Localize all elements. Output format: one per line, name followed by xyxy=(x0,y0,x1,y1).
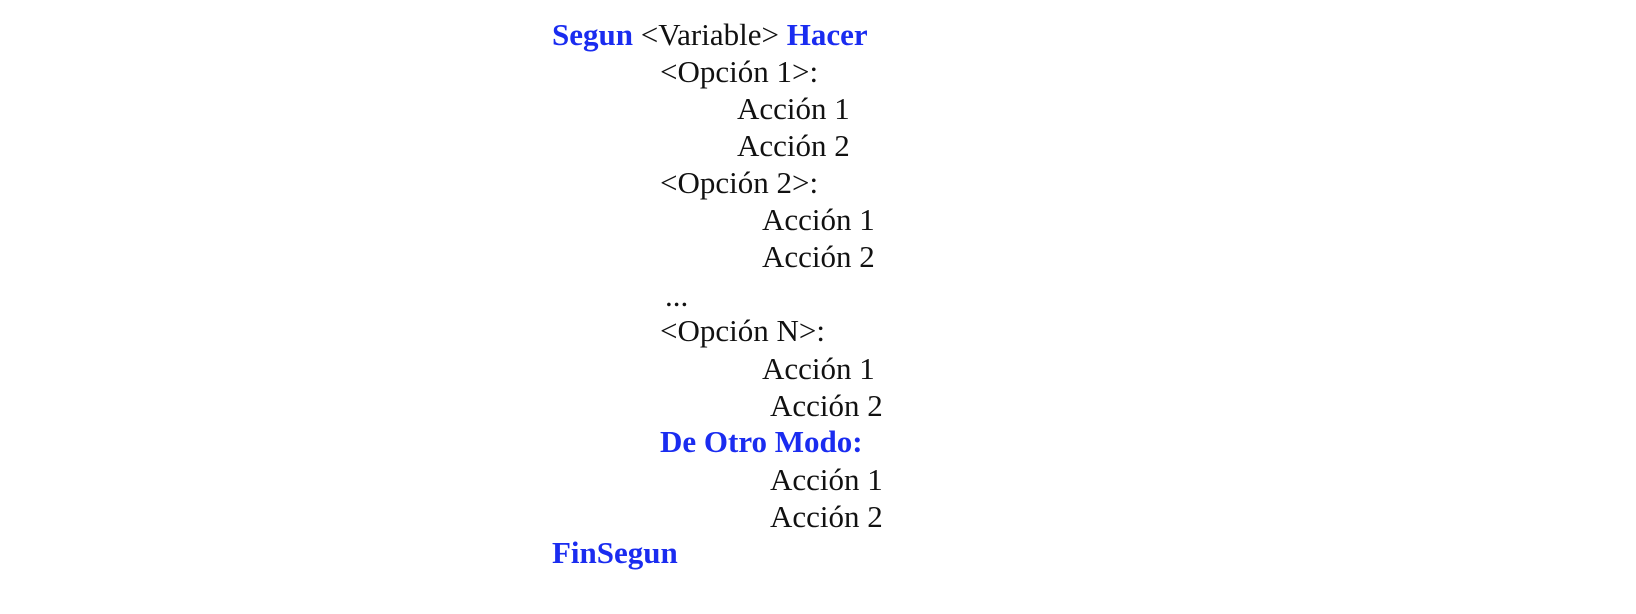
hacer-keyword: Hacer xyxy=(786,17,868,52)
option-1-label: <Opción 1>: xyxy=(660,54,819,89)
finsegun-keyword: FinSegun xyxy=(552,535,678,570)
otherwise-action-2: Acción 2 xyxy=(770,499,883,534)
option-n-action-1: Acción 1 xyxy=(762,351,875,386)
option-2-action-2: Acción 2 xyxy=(762,239,875,274)
segun-header-line: Segun <Variable> Hacer xyxy=(552,17,868,53)
option-1-action-1: Acción 1 xyxy=(737,91,850,126)
variable-placeholder: <Variable> xyxy=(640,17,779,52)
option-2-label: <Opción 2>: xyxy=(660,165,819,200)
otherwise-label: De Otro Modo: xyxy=(660,424,863,459)
ellipsis-line: ... xyxy=(665,278,689,313)
option-n-action-2: Acción 2 xyxy=(770,388,883,423)
option-2-action-1: Acción 1 xyxy=(762,202,875,237)
option-1-action-2: Acción 2 xyxy=(737,128,850,163)
otherwise-action-1: Acción 1 xyxy=(770,462,883,497)
segun-keyword: Segun xyxy=(552,17,633,52)
option-n-label: <Opción N>: xyxy=(660,313,825,348)
